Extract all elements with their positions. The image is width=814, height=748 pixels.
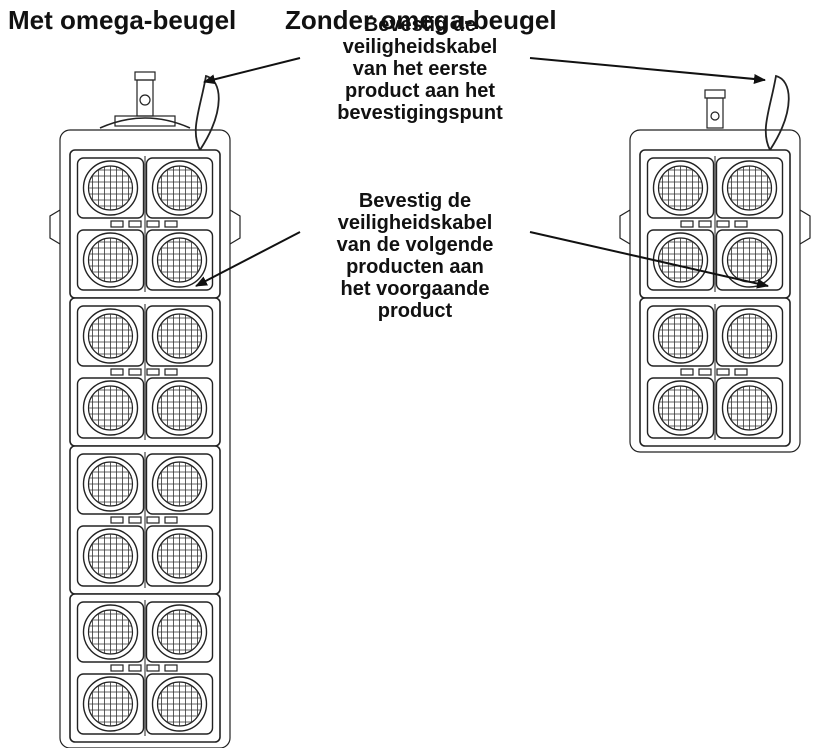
lens <box>76 157 145 219</box>
lens <box>76 377 145 439</box>
lens <box>646 305 715 367</box>
lens <box>76 305 145 367</box>
lens <box>145 229 214 291</box>
connector-tab <box>146 516 160 524</box>
connector-tab <box>128 220 142 228</box>
connector-tab <box>110 516 124 524</box>
lens <box>715 229 784 291</box>
lens <box>145 525 214 587</box>
callout-first-line: product aan het <box>344 80 495 102</box>
lens <box>145 601 214 663</box>
side-handle <box>49 209 61 245</box>
lens <box>646 229 715 291</box>
side-handle <box>229 209 241 245</box>
connector-tab <box>128 516 142 524</box>
clamp-bolt <box>710 111 720 121</box>
connector-tab <box>146 220 160 228</box>
callout-next-line: Bevestig de <box>358 190 472 212</box>
frame <box>629 129 801 453</box>
clamp <box>136 79 154 117</box>
heading-with-omega-bracket: Met omega-beugel <box>8 5 237 35</box>
connector-tab <box>164 368 178 376</box>
callout-first-product: Bevestig de veiligheidskabel van het eer… <box>300 14 540 124</box>
connector-tab <box>716 368 730 376</box>
clamp-head <box>704 89 726 99</box>
lens <box>145 157 214 219</box>
connector-tab <box>164 664 178 672</box>
lens <box>715 305 784 367</box>
fixture-unit <box>69 297 221 447</box>
frame <box>59 129 231 748</box>
lens <box>715 377 784 439</box>
callout-next-products: Bevestig de veiligheidskabel van de volg… <box>290 190 540 322</box>
connector-tab <box>146 368 160 376</box>
connector-tab <box>680 220 694 228</box>
stack-with-omega-bracket <box>49 71 241 748</box>
lens <box>646 377 715 439</box>
omega-bracket <box>99 117 191 129</box>
connector-tab <box>734 368 748 376</box>
connector-tab <box>734 220 748 228</box>
arrow-first-right <box>529 57 766 84</box>
callout-first-line: veiligheidskabel <box>342 36 498 58</box>
lens <box>76 673 145 735</box>
lens <box>145 673 214 735</box>
callout-first-line: bevestigingspunt <box>337 102 503 124</box>
fixture-unit <box>639 297 791 447</box>
callout-arrows <box>195 57 769 289</box>
heading-without-omega-bracket: Zonder omega-beugel <box>285 5 557 35</box>
fixture-unit <box>69 593 221 743</box>
callout-first-line: Bevestig de <box>363 14 477 36</box>
arrow-next-right <box>529 231 769 289</box>
fixture-unit <box>69 149 221 299</box>
clamp-bolt <box>139 94 151 106</box>
connector-tab <box>164 220 178 228</box>
callout-next-line: product <box>377 300 453 322</box>
lens <box>145 305 214 367</box>
lens <box>76 229 145 291</box>
connector-tab <box>716 220 730 228</box>
connector-tab <box>110 664 124 672</box>
callout-next-line: van de volgende <box>336 234 494 256</box>
connector-tab <box>110 220 124 228</box>
fixture-unit <box>69 445 221 595</box>
connector-tab <box>128 664 142 672</box>
safety-cable <box>194 74 220 151</box>
connector-tab <box>128 368 142 376</box>
connector-tab <box>146 664 160 672</box>
callout-next-line: veiligheidskabel <box>337 212 493 234</box>
safety-cable <box>764 74 790 151</box>
lens <box>76 453 145 515</box>
callout-first-line: van het eerste <box>352 58 488 80</box>
stack-without-omega-bracket <box>619 74 811 453</box>
lens <box>145 377 214 439</box>
lens <box>646 157 715 219</box>
side-handle <box>799 209 811 245</box>
arrow-first-left <box>203 57 301 85</box>
callout-next-line: producten aan <box>346 256 484 278</box>
lens <box>76 525 145 587</box>
lens <box>76 601 145 663</box>
callout-next-line: het voorgaande <box>340 278 490 300</box>
connector-tab <box>680 368 694 376</box>
lens <box>145 453 214 515</box>
lens <box>715 157 784 219</box>
connector-tab <box>698 220 712 228</box>
connector-tab <box>698 368 712 376</box>
connector-tab <box>164 516 178 524</box>
connector-tab <box>110 368 124 376</box>
fixture-unit <box>639 149 791 299</box>
arrow-next-left <box>195 231 301 287</box>
clamp-head <box>134 71 156 81</box>
side-handle <box>619 209 631 245</box>
clamp <box>706 97 724 129</box>
